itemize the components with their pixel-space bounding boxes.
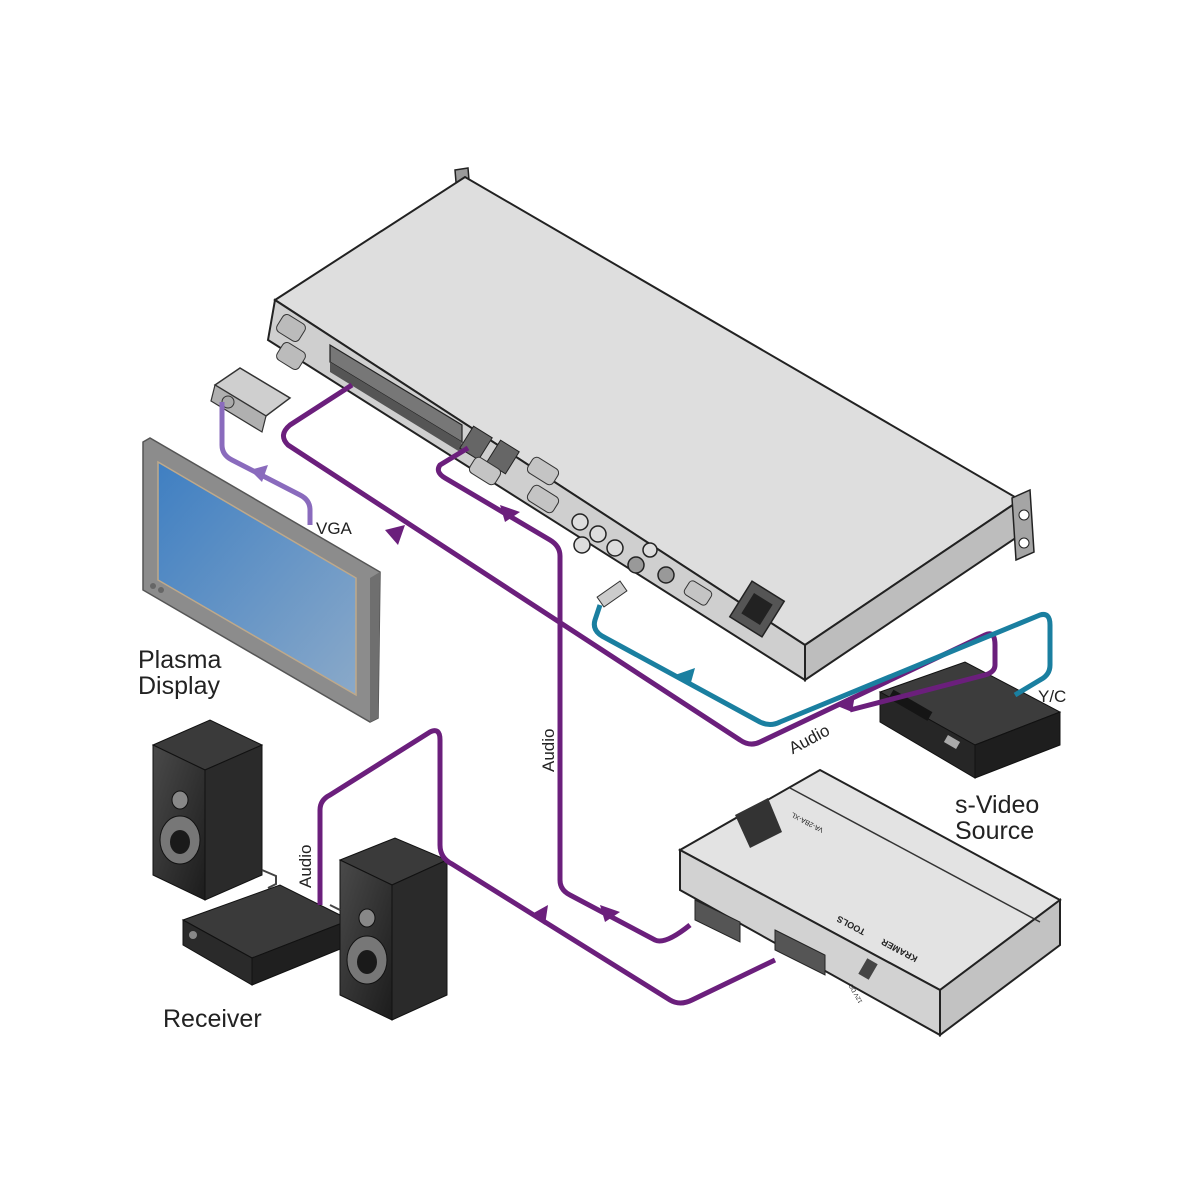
rca-connector [573,536,591,554]
svideo-source-device [878,661,1062,779]
receiver-device [181,884,352,986]
yc-cable [591,604,1053,727]
audio-cable-receiver [317,728,777,1006]
tweeter [358,908,376,928]
speaker-left [151,719,264,901]
svideo-label-line2: Source [955,817,1035,846]
speaker-wire [329,904,341,911]
db9-connector [276,342,306,370]
vga-arrow [250,465,268,482]
rack-screw-hole [1018,537,1030,549]
svideo-plug [596,580,628,608]
dc-power-jack [858,958,878,980]
rca-connector [642,542,658,558]
rack-ear-right [1011,488,1035,562]
vga-cable [219,402,313,525]
receiver-label: Receiver [163,1005,262,1033]
terminal-block-strip [330,362,462,452]
audio-arrow [500,505,520,522]
main-unit [266,167,1035,682]
hd15-connector [526,484,560,514]
kramer-logo [735,798,782,848]
rca-connector [589,525,607,543]
power-inlet-socket [741,592,773,626]
tweeter [171,790,189,810]
audio-arrow [385,525,405,545]
vga-plug [210,367,292,433]
vga-cable-label: VGA [316,519,352,538]
speaker-right [338,837,449,1021]
svideo-source-label: s-Video Source [955,792,1039,845]
terminal-block [459,425,493,461]
plasma-display-label: Plasma Display [138,647,221,700]
audio-interface-device [677,768,1062,1037]
audio-arrow [530,905,548,925]
speaker-wire [261,869,277,889]
rca-connector [571,513,589,531]
display-button [150,583,156,589]
rca-connector [606,539,624,557]
terminal-block [774,929,826,976]
display-screen [157,460,357,697]
hd15-connector [526,456,560,486]
plasma-display [142,437,381,723]
audio-cable-vertical [435,445,692,944]
audio-arrow [600,905,620,922]
plasma-label-line1: Plasma [138,646,222,674]
audio-cable-main-to-source [281,382,998,747]
yc-arrow [675,668,695,686]
audio-receiver-label: Audio [296,844,315,888]
audio-vertical-label: Audio [539,728,558,772]
rack-screw-hole [1018,509,1030,521]
audio-arrow [835,695,855,712]
rs232-connector [683,580,713,606]
hd15-connector [468,456,502,486]
svideo-connector [657,566,675,584]
display-button [158,587,164,593]
db9-connector [276,314,306,342]
yc-cable-label: Y/C [1038,687,1067,706]
svideo-connector [627,556,645,574]
svideo-label-line1: s-Video [955,791,1040,819]
plasma-label-line2: Display [138,672,220,701]
terminal-block [694,899,741,943]
display-bezel-side [370,572,380,722]
